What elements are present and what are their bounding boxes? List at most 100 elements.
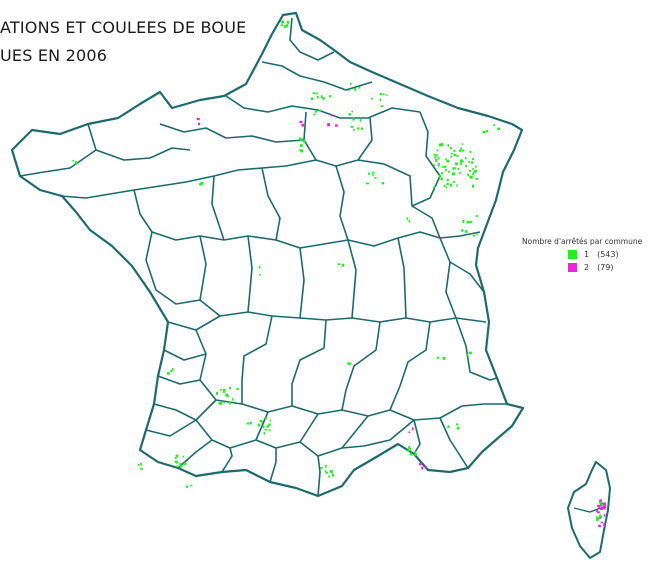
commune-marker-1 (385, 94, 388, 96)
commune-marker-1 (472, 172, 475, 176)
legend: Nombre d'arrêtés par commune 1 (543) 2 (… (522, 237, 670, 272)
commune-marker-1 (299, 137, 302, 141)
commune-marker-1 (169, 370, 173, 372)
commune-marker-1 (317, 95, 319, 99)
commune-marker-1 (174, 457, 177, 459)
department-boundaries (19, 17, 507, 497)
commune-marker-1 (359, 118, 362, 122)
commune-marker-1 (435, 158, 438, 162)
commune-marker-1 (453, 154, 457, 156)
commune-marker-1 (465, 164, 467, 168)
commune-marker-1 (175, 465, 178, 468)
commune-marker-1 (437, 163, 441, 165)
commune-marker-1 (268, 429, 271, 432)
commune-marker-1 (382, 93, 385, 96)
commune-marker-1 (368, 172, 370, 175)
commune-marker-1 (357, 127, 360, 130)
commune-marker-1 (446, 178, 449, 182)
commune-marker-1 (322, 97, 325, 100)
commune-marker-2 (596, 509, 598, 513)
commune-marker-1 (455, 162, 458, 166)
commune-marker-2 (598, 504, 601, 507)
commune-marker-1 (329, 95, 332, 98)
commune-marker-1 (379, 92, 382, 95)
commune-marker-1 (457, 168, 460, 171)
commune-marker-1 (476, 232, 478, 235)
commune-marker-1 (328, 475, 330, 478)
commune-marker-1 (265, 417, 268, 420)
commune-marker-1 (468, 161, 470, 163)
commune-marker-2 (424, 466, 427, 468)
commune-marker-1 (259, 419, 263, 422)
commune-marker-1 (600, 503, 604, 507)
commune-marker-1 (324, 464, 327, 468)
commune-marker-1 (300, 138, 303, 142)
mainland-france-outline (10, 11, 525, 498)
commune-marker-1 (286, 24, 288, 27)
commune-marker-1 (299, 149, 303, 152)
commune-marker-1 (264, 428, 267, 431)
commune-marker-1 (599, 515, 603, 518)
legend-value-1: 1 (584, 250, 590, 259)
commune-marker-1 (348, 113, 352, 116)
commune-marker-1 (459, 149, 462, 152)
commune-marker-2 (603, 505, 607, 508)
commune-marker-2 (596, 505, 599, 507)
commune-marker-1 (236, 388, 239, 390)
commune-marker-1 (414, 453, 417, 456)
commune-marker-1 (167, 372, 170, 375)
commune-marker-1 (371, 97, 374, 100)
commune-marker-1 (350, 82, 352, 85)
commune-marker-1 (140, 462, 142, 466)
commune-marker-1 (441, 171, 443, 175)
commune-marker-1 (468, 351, 472, 354)
commune-marker-1 (284, 25, 287, 28)
commune-marker-2 (327, 123, 330, 127)
commune-marker-1 (445, 168, 447, 172)
commune-marker-1 (433, 164, 436, 166)
commune-marker-1 (472, 158, 474, 161)
commune-marker-1 (381, 182, 385, 185)
commune-marker-1 (472, 168, 474, 170)
commune-marker-1 (258, 273, 261, 276)
commune-marker-2 (412, 427, 414, 431)
commune-marker-1 (446, 160, 450, 163)
commune-marker-1 (320, 95, 323, 98)
commune-marker-2 (198, 122, 201, 125)
commune-marker-1 (473, 170, 477, 173)
commune-marker-1 (447, 426, 450, 428)
commune-marker-1 (448, 170, 450, 173)
commune-marker-1 (438, 157, 440, 160)
commune-marker-1 (437, 164, 440, 167)
commune-marker-1 (440, 143, 444, 147)
commune-marker-1 (440, 178, 443, 181)
commune-marker-1 (462, 149, 465, 152)
commune-marker-1 (372, 174, 375, 176)
commune-marker-1 (409, 447, 412, 450)
commune-marker-1 (460, 147, 462, 150)
legend-title: Nombre d'arrêtés par commune (522, 237, 643, 246)
commune-marker-1 (348, 89, 350, 92)
commune-marker-1 (443, 184, 446, 188)
commune-marker-1 (182, 455, 184, 458)
commune-marker-1 (174, 460, 178, 463)
commune-marker-1 (350, 125, 354, 128)
commune-marker-1 (215, 392, 218, 395)
commune-marker-1 (469, 220, 472, 223)
commune-marker-1 (318, 109, 321, 112)
corsica-outline (567, 461, 611, 559)
commune-marker-1 (354, 87, 357, 91)
commune-marker-1 (442, 356, 446, 360)
commune-marker-1 (229, 401, 231, 405)
commune-marker-1 (599, 514, 602, 517)
commune-marker-1 (433, 186, 436, 188)
commune-marker-2 (408, 431, 411, 433)
commune-marker-2 (598, 524, 601, 528)
commune-marker-1 (464, 157, 467, 160)
commune-marker-1 (471, 161, 474, 164)
commune-marker-1 (459, 159, 462, 162)
commune-marker-2 (603, 508, 606, 510)
map-title: ATIONS ET COULEES DE BOUE UES EN 2006 (0, 14, 246, 70)
commune-marker-1 (466, 354, 469, 357)
